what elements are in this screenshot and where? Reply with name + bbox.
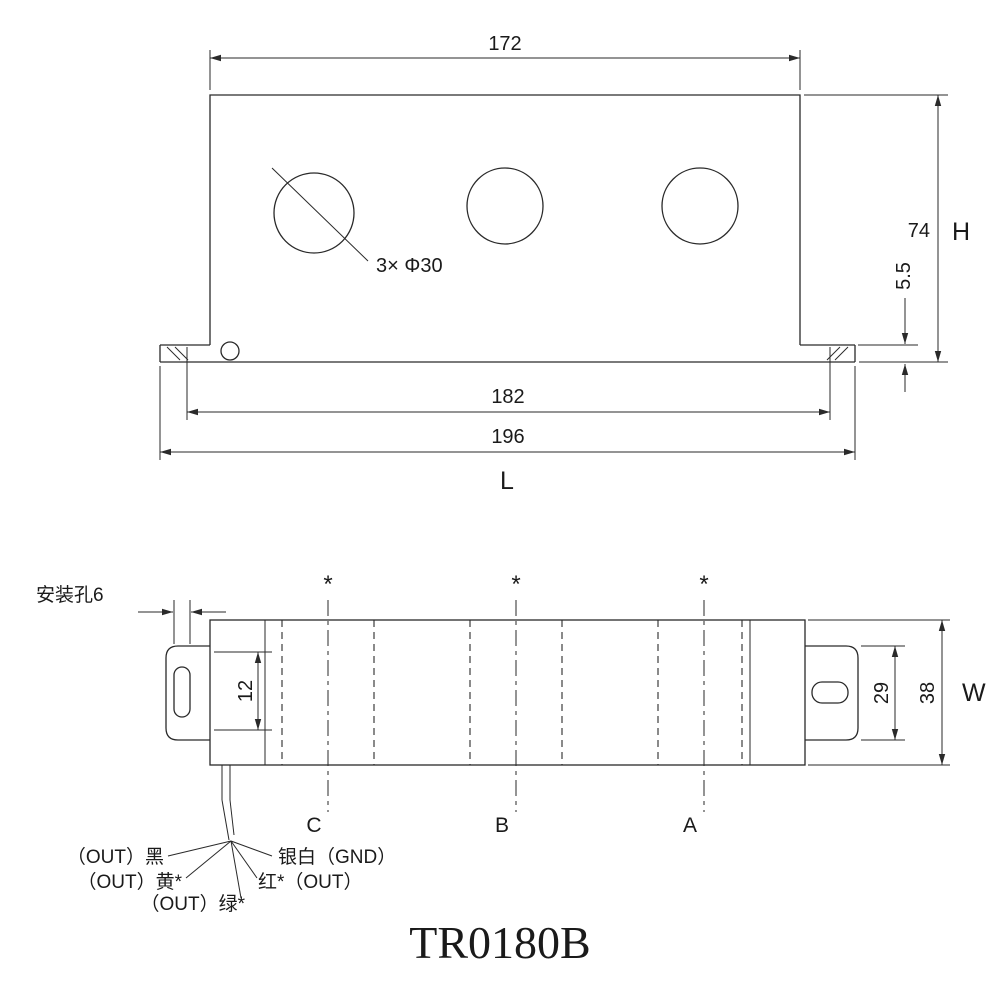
- ground-hole: [220, 341, 240, 361]
- dim-38-label: 38: [917, 682, 939, 704]
- dim-29-label: 29: [871, 682, 893, 704]
- section-label-a: A: [683, 814, 697, 837]
- wire-label-black: （OUT）黑: [67, 846, 164, 868]
- dim-29: 29: [861, 645, 905, 741]
- hole-circle-2: [466, 167, 544, 245]
- right-foot-chamfer-marks: [826, 346, 849, 361]
- left-mounting-slot: [173, 666, 191, 718]
- hole-callout-leader: [271, 167, 369, 262]
- dim-mounting-hole: 安装孔6: [36, 584, 226, 644]
- wire-label-green: （OUT）绿*: [140, 893, 245, 915]
- hidden-hole-edges: [281, 620, 743, 765]
- dim-5-5: 5.5: [858, 262, 918, 392]
- front-body-outline: [159, 94, 856, 363]
- asterisk-b: *: [511, 571, 520, 598]
- hole-asterisks: * * *: [323, 571, 708, 598]
- dim-74: 74 H: [804, 94, 970, 363]
- through-holes: 3× Φ30: [271, 167, 739, 277]
- dim-182-label: 182: [491, 386, 524, 408]
- width-symbol-label: W: [962, 679, 986, 707]
- right-mounting-slot: [811, 681, 849, 704]
- top-body-rect: [209, 619, 806, 766]
- dim-74-label: 74: [908, 220, 930, 242]
- body-contour: [209, 94, 801, 345]
- left-mounting-tab: [165, 645, 210, 741]
- end-cap-dividers: [264, 620, 751, 765]
- section-label-c: C: [306, 814, 321, 837]
- hole-circle-3: [661, 167, 739, 245]
- dim-196-label: 196: [491, 426, 524, 448]
- wire-label-yellow: （OUT）黄*: [77, 871, 182, 893]
- top-view: * * * C B A 安装孔6 12: [36, 571, 986, 915]
- height-symbol-label: H: [952, 218, 970, 246]
- dim-182: 182: [186, 347, 831, 420]
- dim-12-label: 12: [235, 680, 257, 702]
- mounting-hole-label: 安装孔6: [36, 584, 104, 606]
- dim-5-5-label: 5.5: [893, 262, 915, 290]
- wire-label-silver-gnd: 银白（GND）: [278, 846, 396, 868]
- wire-label-red: 红*（OUT）: [258, 871, 363, 893]
- dim-196: 196 L: [159, 366, 856, 495]
- hole-center-lines: [327, 600, 705, 812]
- hole-callout-label: 3× Φ30: [376, 255, 443, 277]
- section-letters: C B A: [306, 814, 697, 837]
- dim-12: 12: [214, 651, 272, 731]
- dim-38: 38 W: [808, 619, 986, 766]
- asterisk-c: *: [323, 571, 332, 598]
- dim-172: 172: [209, 33, 801, 90]
- dim-172-label: 172: [488, 33, 521, 55]
- wire-leader-lines: [167, 840, 273, 899]
- wire-exit: （OUT）黑 （OUT）黄* （OUT）绿* 银白（GND） 红*（OUT）: [67, 765, 396, 915]
- asterisk-a: *: [699, 571, 708, 598]
- left-foot-chamfer-marks: [166, 346, 189, 361]
- length-symbol-label: L: [500, 467, 514, 495]
- hole-circle-1: [273, 172, 355, 254]
- front-view: 3× Φ30 172 74 H 5.5 18: [159, 33, 970, 495]
- drawing-title: TR0180B: [409, 917, 590, 968]
- section-label-b: B: [495, 814, 509, 837]
- right-mounting-tab: [805, 645, 859, 741]
